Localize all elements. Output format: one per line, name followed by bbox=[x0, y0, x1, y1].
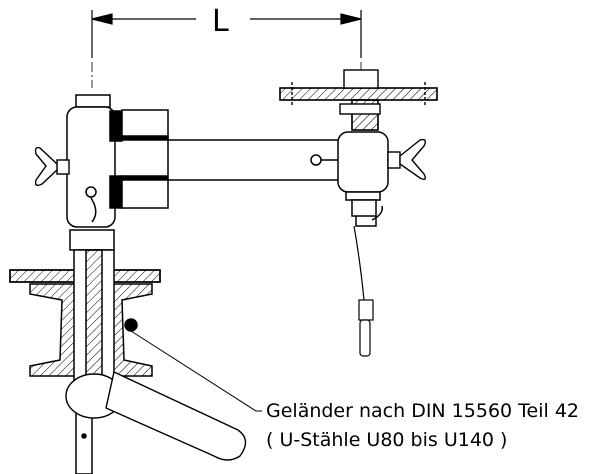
column-bore bbox=[85, 249, 103, 385]
right-clamp-body bbox=[337, 131, 389, 193]
pendant-sleeve bbox=[358, 299, 374, 321]
right-clamp-foot bbox=[351, 199, 377, 217]
handwheel-hub bbox=[343, 69, 379, 89]
column-collar bbox=[69, 229, 115, 251]
clamp-pad-upper bbox=[121, 109, 169, 139]
dimension-label: L bbox=[212, 4, 229, 39]
clamp-cap bbox=[75, 94, 111, 108]
clamp-pad-lower bbox=[121, 177, 169, 209]
clamp-stripe-upper bbox=[121, 135, 169, 141]
right-clamp-neck bbox=[345, 191, 381, 201]
dimension-arrow-right bbox=[340, 13, 362, 25]
note-line-2: ( U-Stähle U80 bis U140 ) bbox=[266, 429, 507, 451]
railing-mount bbox=[9, 229, 161, 474]
wing-nut-right bbox=[387, 138, 427, 181]
handwheel-collar bbox=[339, 103, 381, 115]
clamp-jaw-lower bbox=[109, 175, 123, 209]
reference-dot bbox=[124, 318, 138, 332]
dimension-arrow-left bbox=[91, 13, 113, 25]
rod-hole bbox=[81, 433, 87, 439]
handwheel bbox=[279, 69, 438, 131]
lever bbox=[105, 370, 247, 461]
pendant-wire bbox=[353, 225, 365, 301]
clamp-body bbox=[66, 106, 116, 228]
clamp-stripe-lower bbox=[121, 175, 169, 181]
wing-nut-left bbox=[34, 146, 70, 187]
left-clamp-block bbox=[66, 94, 169, 228]
right-clamp-bolt bbox=[310, 154, 322, 166]
pendant-tip bbox=[359, 319, 371, 357]
clamp-bolt bbox=[85, 186, 97, 198]
ball-lever bbox=[65, 370, 247, 461]
right-clamp-screw bbox=[355, 205, 384, 227]
handwheel-rim bbox=[279, 87, 438, 101]
clamp-cable bbox=[90, 197, 97, 223]
clamp-jaw-upper bbox=[109, 110, 123, 142]
dimension-L bbox=[91, 10, 362, 58]
note-line-1: Geländer nach DIN 15560 Teil 42 bbox=[266, 400, 579, 422]
leader-line bbox=[130, 330, 262, 412]
handwheel-spindle-outline bbox=[351, 99, 379, 131]
pendant-probe bbox=[353, 225, 374, 357]
